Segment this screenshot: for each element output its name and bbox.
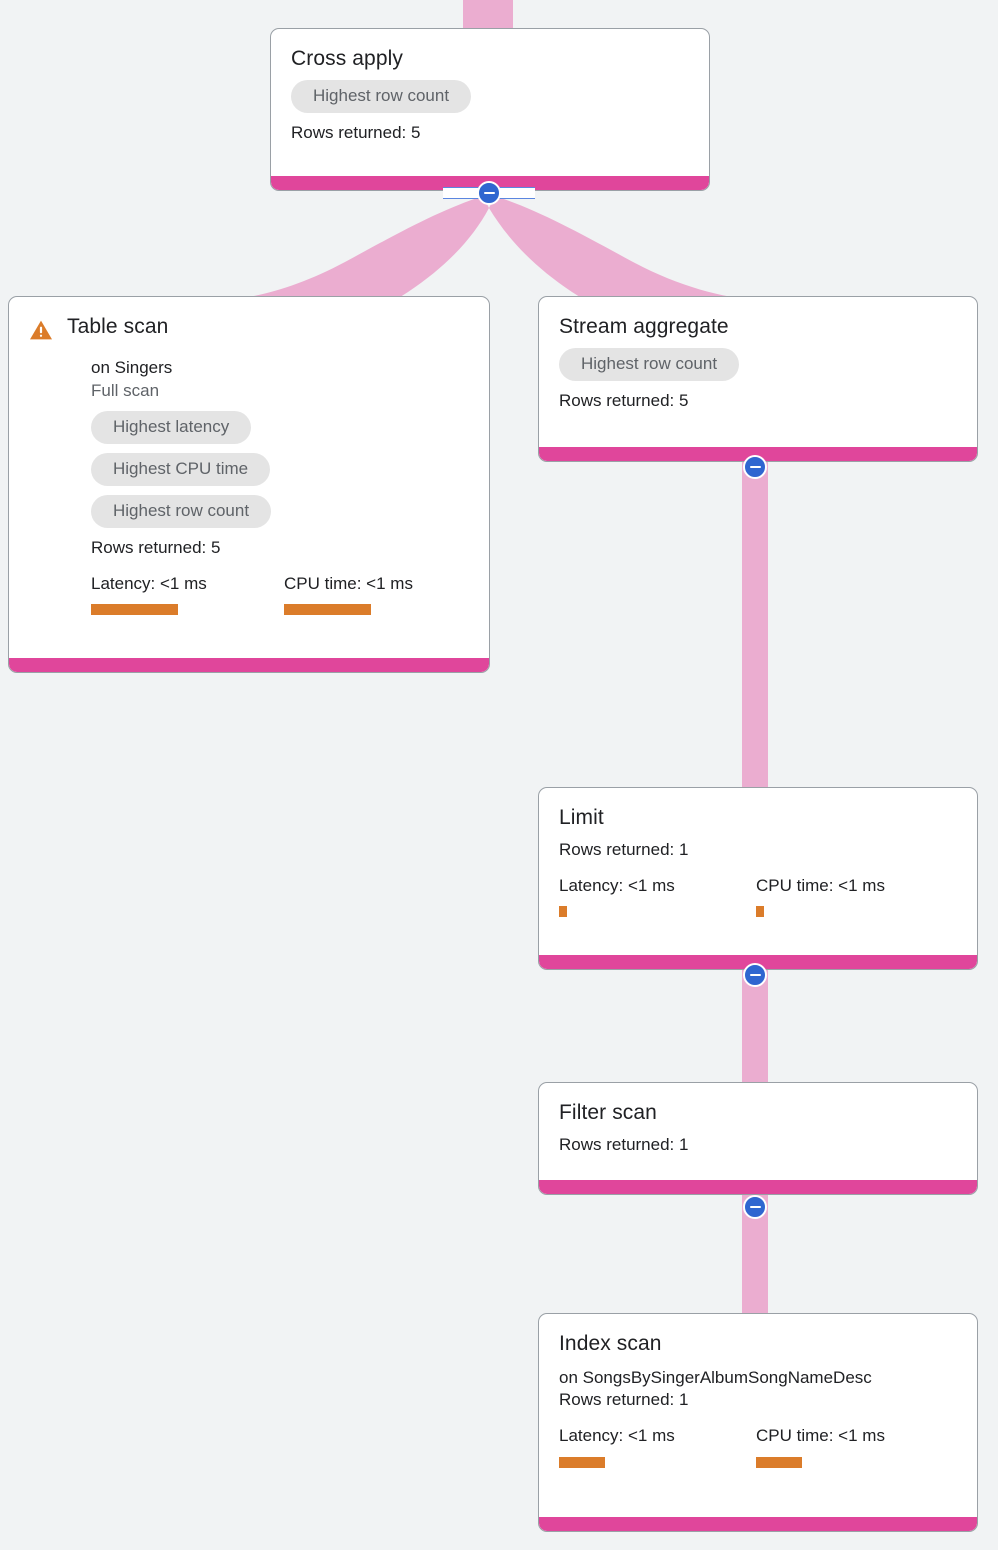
metric-cpu-time: CPU time: <1 ms: [756, 876, 885, 917]
node-metrics: Latency: <1 ms CPU time: <1 ms: [559, 1426, 957, 1468]
metric-latency: Latency: <1 ms: [559, 876, 756, 917]
node-details: on Singers Full scan Highest latency Hig…: [91, 357, 469, 616]
node-rows-returned: Rows returned: 1: [559, 839, 689, 859]
plan-node-cross-apply[interactable]: Cross apply Highest row count Rows retur…: [270, 28, 710, 191]
metric-cpu-bar: [284, 604, 371, 616]
node-title-row: Limit: [559, 806, 957, 830]
edge-incoming-root: [463, 0, 513, 28]
node-chips: Highest latency Highest CPU time Highest…: [91, 410, 469, 528]
plan-node-table-scan[interactable]: Table scan on Singers Full scan Highest …: [8, 296, 490, 673]
chip-highest-row-count: Highest row count: [291, 79, 472, 113]
metric-cpu-label: CPU time: <1 ms: [284, 573, 413, 593]
node-title-row: Cross apply: [291, 47, 689, 71]
node-subtitle: on Singers: [91, 358, 173, 377]
node-title-row: Table scan: [29, 315, 469, 346]
node-title: Stream aggregate: [559, 315, 729, 338]
node-chips: Highest row count: [559, 347, 957, 381]
chip-highest-latency: Highest latency: [91, 410, 252, 444]
metric-latency-label: Latency: <1 ms: [559, 875, 675, 895]
node-title: Index scan: [559, 1332, 662, 1355]
plan-node-index-scan[interactable]: Index scan on SongsBySingerAlbumSongName…: [538, 1313, 978, 1532]
plan-node-limit[interactable]: Limit Rows returned: 1 Latency: <1 ms CP…: [538, 787, 978, 970]
node-body: Filter scan Rows returned: 1: [539, 1083, 977, 1180]
node-title-row: Filter scan: [559, 1101, 957, 1125]
node-title: Cross apply: [291, 47, 403, 70]
metric-latency-bar: [559, 1456, 605, 1468]
warning-icon: [29, 319, 53, 346]
metric-cpu-label: CPU time: <1 ms: [756, 1426, 885, 1446]
metric-cpu-bar: [756, 1456, 802, 1468]
chip-highest-row-count: Highest row count: [91, 494, 272, 528]
collapse-button-cross-apply[interactable]: [477, 181, 501, 205]
node-footer-bar: [539, 955, 977, 969]
node-title: Filter scan: [559, 1101, 657, 1124]
chip-highest-cpu-time: Highest CPU time: [91, 452, 271, 486]
metric-latency-bar: [91, 604, 178, 616]
node-title: Limit: [559, 806, 604, 829]
metric-latency-label: Latency: <1 ms: [559, 1426, 675, 1446]
node-rows-returned: Rows returned: 5: [291, 122, 421, 142]
node-metrics: Latency: <1 ms CPU time: <1 ms: [91, 573, 469, 616]
node-rows-returned: Rows returned: 5: [559, 390, 689, 410]
node-footer-bar: [539, 1517, 977, 1531]
node-body: Cross apply Highest row count Rows retur…: [271, 29, 709, 176]
chip-highest-row-count: Highest row count: [559, 347, 740, 381]
collapse-button-limit[interactable]: [743, 963, 767, 987]
node-body: Table scan on Singers Full scan Highest …: [9, 297, 489, 658]
plan-node-stream-aggregate[interactable]: Stream aggregate Highest row count Rows …: [538, 296, 978, 462]
collapse-button-stream-aggregate[interactable]: [743, 455, 767, 479]
node-rows-returned: Rows returned: 1: [559, 1390, 689, 1410]
node-footer-bar: [539, 447, 977, 461]
node-body: Stream aggregate Highest row count Rows …: [539, 297, 977, 447]
node-subtitle: on SongsBySingerAlbumSongNameDesc: [559, 1367, 872, 1387]
node-detail: Full scan: [91, 380, 160, 400]
node-body: Limit Rows returned: 1 Latency: <1 ms CP…: [539, 788, 977, 955]
node-title-row: Index scan: [559, 1332, 957, 1356]
node-metrics: Latency: <1 ms CPU time: <1 ms: [559, 876, 957, 917]
node-title: Table scan: [67, 315, 169, 338]
metric-latency-bar: [559, 905, 567, 917]
metric-cpu-time: CPU time: <1 ms: [284, 573, 413, 616]
collapse-button-filter-scan[interactable]: [743, 1195, 767, 1219]
metric-cpu-label: CPU time: <1 ms: [756, 875, 885, 895]
node-body: Index scan on SongsBySingerAlbumSongName…: [539, 1314, 977, 1517]
node-footer-bar: [9, 658, 489, 672]
node-rows-returned: Rows returned: 5: [91, 537, 221, 557]
metric-latency: Latency: <1 ms: [91, 573, 284, 616]
node-footer-bar: [539, 1180, 977, 1194]
metric-cpu-time: CPU time: <1 ms: [756, 1426, 885, 1468]
node-rows-returned: Rows returned: 1: [559, 1134, 689, 1154]
metric-latency: Latency: <1 ms: [559, 1426, 756, 1468]
edge-streamaggregate-to-limit: [742, 462, 768, 792]
metric-latency-label: Latency: <1 ms: [91, 573, 207, 593]
plan-node-filter-scan[interactable]: Filter scan Rows returned: 1: [538, 1082, 978, 1195]
metric-cpu-bar: [756, 905, 764, 917]
node-title-row: Stream aggregate: [559, 315, 957, 339]
node-chips: Highest row count: [291, 79, 689, 113]
